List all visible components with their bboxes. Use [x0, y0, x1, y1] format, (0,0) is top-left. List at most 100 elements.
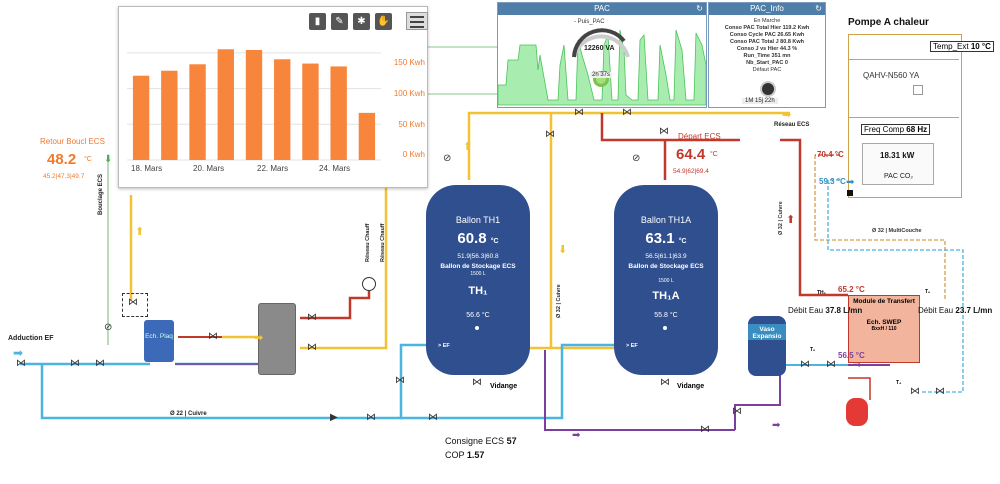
- tank-th1-unit: °C: [490, 238, 499, 245]
- refresh-icon[interactable]: ↻: [696, 4, 703, 13]
- tank-th1a-temp-value: 63.1: [645, 230, 675, 247]
- bar-24-Mars[interactable]: [330, 66, 347, 160]
- valve-icon[interactable]: ⋈: [800, 359, 810, 370]
- cop-label: COP: [445, 450, 465, 460]
- t4-label: T₄: [896, 380, 902, 386]
- cuivre-vertical-label: Ø 32 | Cuivre: [778, 201, 784, 235]
- temp-565: 56.5 °C: [838, 351, 865, 360]
- debit-value-2: 23.7 L/mn: [955, 306, 993, 315]
- valve-icon[interactable]: ⋈: [95, 358, 105, 369]
- pac-info-line: Run_Time 351 mn: [743, 53, 791, 59]
- module-sub: Ech. SWEP: [866, 319, 902, 326]
- valve-icon[interactable]: ⋈: [395, 375, 405, 386]
- pencil-icon[interactable]: ✎: [331, 13, 348, 30]
- bar-22-Mars[interactable]: [274, 59, 291, 160]
- tank-th1-volume: 1500 L: [470, 271, 486, 277]
- valve-icon[interactable]: ⋈: [826, 359, 836, 370]
- pac-info-footer: 1M 15j 22h: [742, 98, 778, 104]
- bar-23-Mars[interactable]: [302, 63, 319, 161]
- cuivre-bottom-label: Ø 22 | Cuivre: [170, 411, 207, 417]
- multicouche-label: Ø 32 | MultiCouche: [872, 228, 922, 234]
- battery-icon[interactable]: ▮: [309, 13, 326, 30]
- bouclage-label: Bouclage ECS: [98, 173, 104, 215]
- pac-info-title: PAC_Info: [750, 4, 784, 13]
- valve-icon[interactable]: ⋈: [732, 406, 742, 417]
- pump-icon[interactable]: [362, 277, 376, 291]
- pac-info-line: Conso PAC Total J 80.8 Kwh: [729, 39, 805, 45]
- valve-icon[interactable]: ⋈: [622, 107, 632, 118]
- heatpump-vent-icon: [913, 85, 923, 95]
- valve-icon[interactable]: ⋈: [16, 358, 26, 369]
- arrow-right-icon: ➡: [13, 346, 24, 360]
- bar-17-Mars[interactable]: [132, 75, 150, 160]
- valve-icon[interactable]: ⋈: [428, 412, 438, 423]
- consigne: Consigne ECS 57: [445, 436, 517, 446]
- debit-label-2: Débit Eau: [918, 306, 954, 315]
- valve-icon[interactable]: ⋈: [545, 129, 555, 140]
- bar-19-Mars[interactable]: [189, 64, 206, 160]
- gauge-icon: ⊘: [632, 153, 641, 164]
- ech-plaq-exchanger: Ech. Plaq: [144, 320, 174, 362]
- pac-info-line: Défaut PAC: [752, 67, 782, 73]
- expansion-vessel: Vaso Expansio: [748, 316, 786, 376]
- valve-icon[interactable]: ⋈: [128, 297, 138, 308]
- valve-icon[interactable]: ⋈: [208, 331, 218, 342]
- freq-comp-value: 68 Hz: [906, 125, 928, 134]
- expansion-tank-red: [846, 398, 868, 426]
- tank-th1-temp: 60.8 °C: [426, 230, 530, 247]
- vidange-label-2: Vidange: [677, 383, 705, 390]
- bar-chart: [127, 49, 381, 161]
- bar-20-Mars[interactable]: [217, 49, 234, 160]
- heatpump-power: 18.31 kW: [880, 151, 915, 160]
- tank-th1-bottom-temp: 56.6 °C: [466, 312, 490, 319]
- cuivre-vert-label: Ø 32 | Cuivre: [556, 284, 562, 318]
- valve-icon[interactable]: ⋈: [574, 107, 584, 118]
- pac-panel: PAC ↻ - Puis_PAC 12260 VA 2h 37s: [497, 2, 707, 108]
- valve-icon[interactable]: ⋈: [307, 342, 317, 353]
- drain-valve-icon[interactable]: ⋈: [472, 377, 482, 388]
- valve-icon[interactable]: ▶: [330, 412, 338, 423]
- tank-th1a-id: TH₁A: [652, 290, 680, 302]
- debit-2: Débit Eau 23.7 L/mn: [918, 306, 992, 315]
- heatpump-temp-in: 59.3 °C: [819, 177, 846, 186]
- bar-25-Mars[interactable]: [358, 112, 376, 160]
- vidange-label-1: Vidange: [490, 383, 518, 390]
- reseau-chauff-label-2: Réseau Chauff: [380, 223, 386, 262]
- valve-icon[interactable]: ⋈: [307, 312, 317, 323]
- heatpump-model: QAHV-N560 YA: [863, 71, 920, 80]
- valve-icon[interactable]: ⋈: [910, 386, 920, 397]
- drain-valve-icon[interactable]: ⋈: [660, 377, 670, 388]
- consigne-label: Consigne ECS: [445, 436, 505, 446]
- arrow-right-icon: ➡: [572, 430, 581, 441]
- arrow-right-icon: ➡: [846, 177, 855, 188]
- t5-label: T₅: [810, 347, 816, 353]
- pac-info-line: En Marche: [753, 18, 781, 24]
- valve-icon[interactable]: ⋈: [70, 358, 80, 369]
- tank-th1-storage: Ballon de Stockage ECS: [440, 263, 516, 270]
- x-tick-20: 20. Mars: [193, 164, 225, 173]
- valve-icon[interactable]: ⋈: [659, 126, 669, 137]
- pac-panel-title: PAC: [594, 4, 610, 13]
- bar-18-Mars[interactable]: [161, 70, 178, 160]
- bar-21-Mars[interactable]: [245, 50, 263, 160]
- valve-icon[interactable]: ⋈: [366, 412, 376, 423]
- arrow-up-icon: ⬆: [463, 140, 473, 153]
- menu-icon[interactable]: [406, 12, 428, 30]
- debit-label-1: Débit Eau: [788, 306, 824, 315]
- arrow-up-icon: ⬆: [135, 225, 145, 238]
- retour-title: Retour Boucl ECS: [40, 137, 105, 146]
- compressor-box: [862, 143, 934, 185]
- valve-icon[interactable]: ⋈: [935, 386, 945, 397]
- three-way-valve-box[interactable]: [122, 293, 148, 317]
- y-tick-50: 50 Kwh: [398, 120, 425, 129]
- temp-ext-box: Temp_Ext 10 °C: [930, 41, 994, 52]
- pac-runtime: 2h 37s: [590, 72, 613, 78]
- valve-icon[interactable]: ⋈: [700, 424, 710, 435]
- tank-th1a-unit: °C: [678, 238, 687, 245]
- refresh-icon[interactable]: ↻: [815, 4, 822, 13]
- x-tick-22: 22. Mars: [257, 164, 289, 173]
- retour-stats: 45.2|47.3|49.7: [43, 173, 85, 180]
- hand-icon[interactable]: ✋: [375, 13, 392, 30]
- gear-icon[interactable]: ✱: [353, 13, 370, 30]
